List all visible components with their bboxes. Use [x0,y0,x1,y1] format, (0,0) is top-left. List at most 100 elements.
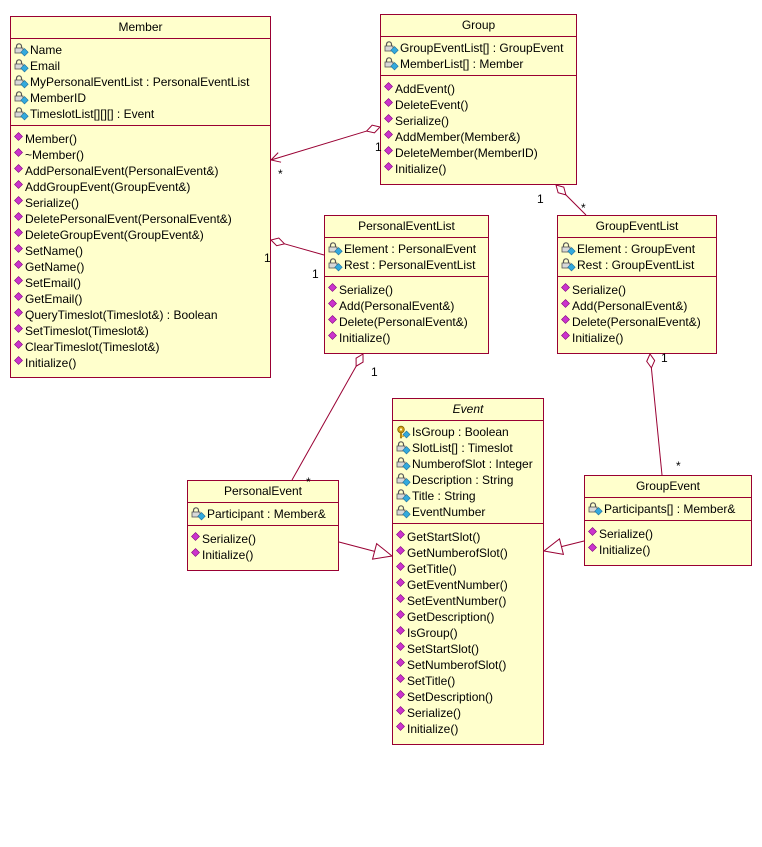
multiplicity-label: 1 [661,351,668,365]
operation-text: Delete(PersonalEvent&) [572,315,701,329]
attribute-row[interactable]: MemberList[] : Member [384,56,576,72]
protected-attribute-icon [328,258,343,272]
operation-row[interactable]: Serialize() [384,113,576,129]
attribute-row[interactable]: GroupEventList[] : GroupEvent [384,40,576,56]
operation-row[interactable]: Serialize() [396,705,543,721]
operation-row[interactable]: SetDescription() [396,689,543,705]
protected-attribute-icon [14,91,29,105]
operation-row[interactable]: GetNumberofSlot() [396,545,543,561]
attribute-row[interactable]: Title : String [396,488,543,504]
operation-row[interactable]: Add(PersonalEvent&) [328,298,488,314]
class-name: PersonalEvent [188,481,338,503]
operation-row[interactable]: Initialize() [396,721,543,737]
operation-row[interactable]: AddMember(Member&) [384,129,576,145]
attribute-text: Rest : GroupEventList [577,258,695,272]
attribute-row[interactable]: Email [14,58,270,74]
operation-row[interactable]: SetEventNumber() [396,593,543,609]
attribute-row[interactable]: Participants[] : Member& [588,501,751,517]
operation-row[interactable]: Serialize() [14,195,270,211]
operation-row[interactable]: AddGroupEvent(GroupEvent&) [14,179,270,195]
operation-text: AddPersonalEvent(PersonalEvent&) [25,164,219,178]
operation-icon [14,147,23,157]
operation-row[interactable]: Initialize() [14,355,270,371]
attribute-row[interactable]: Rest : PersonalEventList [328,257,488,273]
operation-row[interactable]: Delete(PersonalEvent&) [561,314,716,330]
aggregation-diamond [646,352,656,369]
attribute-row[interactable]: NumberofSlot : Integer [396,456,543,472]
operation-row[interactable]: ClearTimeslot(Timeslot&) [14,339,270,355]
attribute-row[interactable]: MyPersonalEventList : PersonalEventList [14,74,270,90]
operation-row[interactable]: SetStartSlot() [396,641,543,657]
operation-row[interactable]: GetDescription() [396,609,543,625]
operation-icon [396,673,405,683]
attribute-row[interactable]: SlotList[] : Timeslot [396,440,543,456]
operation-row[interactable]: Initialize() [191,547,338,563]
operation-icon [14,339,23,349]
operation-row[interactable]: AddPersonalEvent(PersonalEvent&) [14,163,270,179]
operation-row[interactable]: Serialize() [191,531,338,547]
protected-attribute-icon [561,242,576,256]
operation-row[interactable]: Initialize() [384,161,576,177]
protected-attribute-icon [396,457,411,471]
operation-row[interactable]: DeleteMember(MemberID) [384,145,576,161]
attribute-row[interactable]: Element : GroupEvent [561,241,716,257]
operation-row[interactable]: DeleteGroupEvent(GroupEvent&) [14,227,270,243]
operation-row[interactable]: Serialize() [561,282,716,298]
attribute-text: Participants[] : Member& [604,502,736,516]
attribute-row[interactable]: IsGroup : Boolean [396,424,543,440]
attribute-row[interactable]: Name [14,42,270,58]
operation-row[interactable]: SetNumberofSlot() [396,657,543,673]
attribute-row[interactable]: Element : PersonalEvent [328,241,488,257]
operation-text: Initialize() [599,543,651,557]
operation-text: Add(PersonalEvent&) [572,299,688,313]
attribute-row[interactable]: TimeslotList[][][] : Event [14,106,270,122]
attribute-row[interactable]: Rest : GroupEventList [561,257,716,273]
operation-row[interactable]: SetTimeslot(Timeslot&) [14,323,270,339]
operation-row[interactable]: SetName() [14,243,270,259]
navigation-arrowhead [270,152,282,163]
operation-row[interactable]: GetEventNumber() [396,577,543,593]
operation-row[interactable]: GetStartSlot() [396,529,543,545]
operation-icon [14,307,23,317]
attribute-row[interactable]: MemberID [14,90,270,106]
operation-row[interactable]: AddEvent() [384,81,576,97]
operation-row[interactable]: Serialize() [588,526,751,542]
operation-icon [14,323,23,333]
attribute-text: Rest : PersonalEventList [344,258,476,272]
operation-icon [384,129,393,139]
operation-row[interactable]: ~Member() [14,147,270,163]
operation-row[interactable]: Delete(PersonalEvent&) [328,314,488,330]
operation-row[interactable]: Initialize() [561,330,716,346]
operation-icon [396,657,405,667]
operation-row[interactable]: Member() [14,131,270,147]
protected-attribute-icon [14,43,29,57]
operation-row[interactable]: IsGroup() [396,625,543,641]
operation-row[interactable]: GetName() [14,259,270,275]
multiplicity-label: 1 [371,365,378,379]
operation-text: AddEvent() [395,82,456,96]
operation-row[interactable]: Initialize() [588,542,751,558]
operation-row[interactable]: Add(PersonalEvent&) [561,298,716,314]
operation-row[interactable]: SetEmail() [14,275,270,291]
operation-row[interactable]: SetTitle() [396,673,543,689]
attribute-text: Email [30,59,61,73]
operation-row[interactable]: DeleteEvent() [384,97,576,113]
operation-row[interactable]: GetEmail() [14,291,270,307]
operation-row[interactable]: GetTitle() [396,561,543,577]
attribute-row[interactable]: Description : String [396,472,543,488]
operation-row[interactable]: Initialize() [328,330,488,346]
operation-row[interactable]: QueryTimeslot(Timeslot&) : Boolean [14,307,270,323]
operation-row[interactable]: DeletePersonalEvent(PersonalEvent&) [14,211,270,227]
attribute-row[interactable]: Participant : Member& [191,506,338,522]
operation-text: GetEmail() [25,292,83,306]
attribute-row[interactable]: EventNumber [396,504,543,520]
operation-row[interactable]: Serialize() [328,282,488,298]
operation-text: DeleteGroupEvent(GroupEvent&) [25,228,204,242]
